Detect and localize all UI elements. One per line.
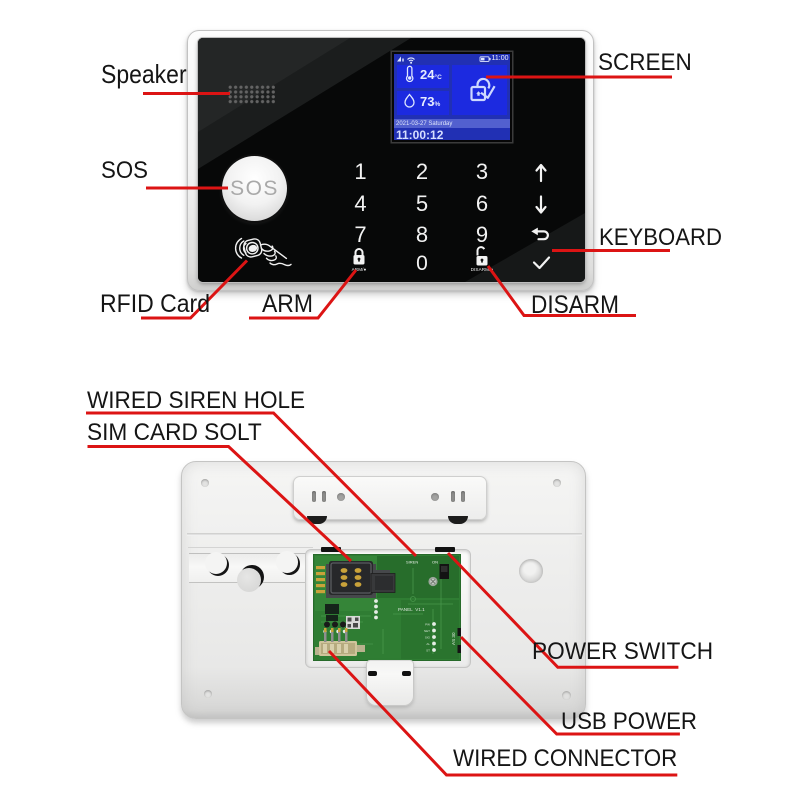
svg-text:PW: PW [425, 623, 430, 627]
svg-text:ST: ST [426, 649, 430, 653]
svg-text:SIREN: SIREN [406, 560, 418, 565]
svg-text:PANEL V1.1: PANEL V1.1 [398, 607, 425, 612]
svg-text:SIG: SIG [425, 636, 431, 640]
svg-text:AS 30: AS 30 [451, 632, 456, 645]
svg-text:NET: NET [424, 629, 430, 633]
svg-text:AL: AL [426, 642, 430, 646]
svg-text:ON: ON [432, 560, 438, 565]
